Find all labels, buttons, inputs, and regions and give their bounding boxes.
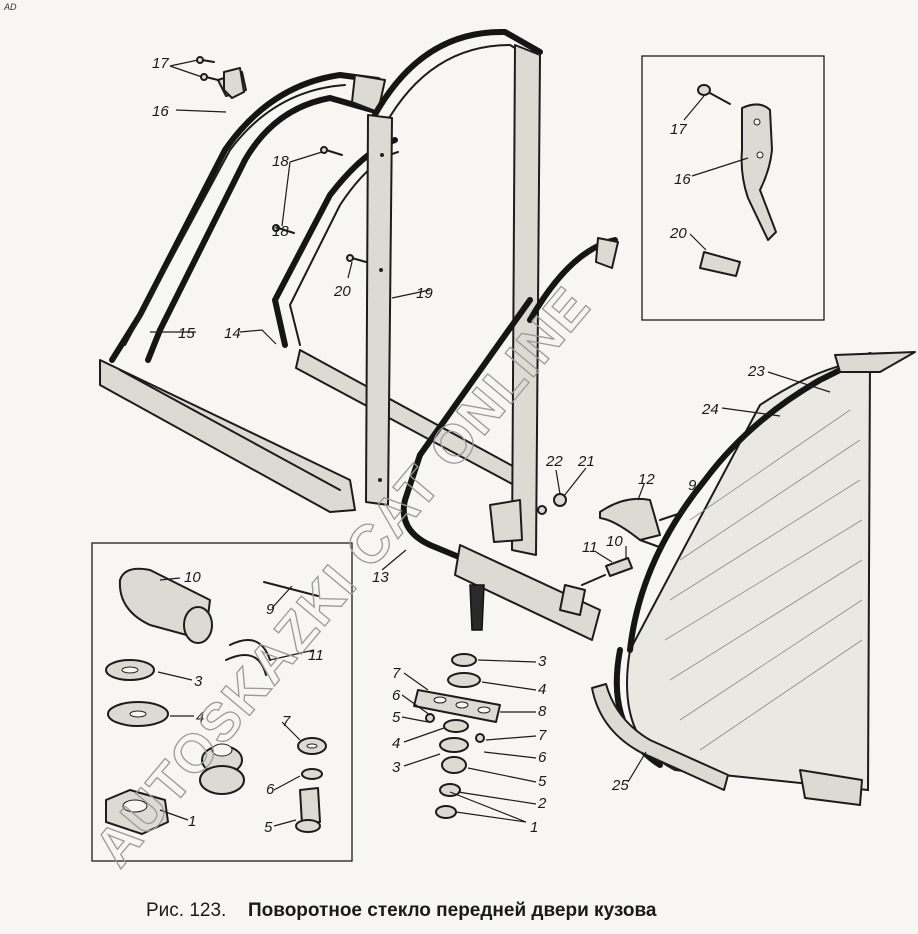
inset-label-6: 6	[266, 781, 275, 798]
inset-label-17: 17	[670, 121, 687, 138]
label-10: 10	[606, 533, 623, 550]
hinge-stack	[413, 653, 501, 819]
label-14: 14	[224, 325, 241, 342]
label-16: 16	[152, 103, 169, 120]
label-1: 1	[530, 819, 538, 836]
caption-number: Рис. 123.	[146, 900, 226, 921]
inset-label-7: 7	[282, 713, 291, 730]
labels-main: 17 16 18 18 20 19 15 14 13 23 24 22 21 1…	[152, 55, 765, 836]
label-4: 4	[538, 681, 546, 698]
label-22: 22	[545, 453, 563, 470]
label-12: 12	[638, 471, 655, 488]
label-3-left: 3	[392, 759, 401, 776]
inset-label-9: 9	[266, 601, 275, 618]
window-frame-channel	[365, 28, 543, 556]
inset-top-right	[641, 55, 825, 321]
label-23: 23	[747, 363, 765, 380]
label-18: 18	[272, 153, 289, 170]
inset-bottom-left	[91, 542, 353, 862]
label-19: 19	[416, 285, 433, 302]
figure-caption: Рис. 123. Поворотное стекло передней две…	[146, 900, 657, 921]
inset-label-10: 10	[184, 569, 201, 586]
label-7-left: 7	[392, 665, 401, 682]
label-11: 11	[582, 539, 598, 556]
label-2: 2	[537, 795, 547, 812]
label-24: 24	[701, 401, 719, 418]
label-4-left: 4	[392, 735, 400, 752]
outer-door-frame	[99, 71, 386, 513]
label-18b: 18	[272, 223, 289, 240]
inset-label-4: 4	[196, 709, 204, 726]
label-6-left: 6	[392, 687, 401, 704]
label-6: 6	[538, 749, 547, 766]
label-9: 9	[688, 477, 697, 494]
inset-label-3: 3	[194, 673, 203, 690]
seal-strip	[591, 683, 729, 791]
label-21: 21	[577, 453, 595, 470]
label-20: 20	[333, 283, 351, 300]
caption-title: Поворотное стекло передней двери кузова	[248, 900, 657, 921]
vent-window-frame	[400, 237, 619, 641]
label-13: 13	[372, 569, 389, 586]
label-5: 5	[538, 773, 547, 790]
leader-lines	[150, 59, 831, 827]
inset-label-20: 20	[669, 225, 687, 242]
labels-inset-top: 17 16 20	[669, 121, 691, 242]
label-25: 25	[611, 777, 629, 794]
label-3: 3	[538, 653, 547, 670]
label-15: 15	[178, 325, 195, 342]
labels-inset-bottom: 10 9 11 3 4 7 6 5 1	[184, 569, 324, 836]
inset-label-1: 1	[188, 813, 196, 830]
vent-handle-hardware	[537, 493, 685, 586]
inset-label-16: 16	[674, 171, 691, 188]
vent-glass	[613, 351, 916, 806]
screws	[196, 56, 367, 263]
label-5-left: 5	[392, 709, 401, 726]
inset-label-11: 11	[308, 647, 324, 664]
corner-mark: AD	[3, 2, 17, 12]
label-17: 17	[152, 55, 169, 72]
inset-label-5: 5	[264, 819, 273, 836]
label-7: 7	[538, 727, 547, 744]
label-8: 8	[538, 703, 547, 720]
